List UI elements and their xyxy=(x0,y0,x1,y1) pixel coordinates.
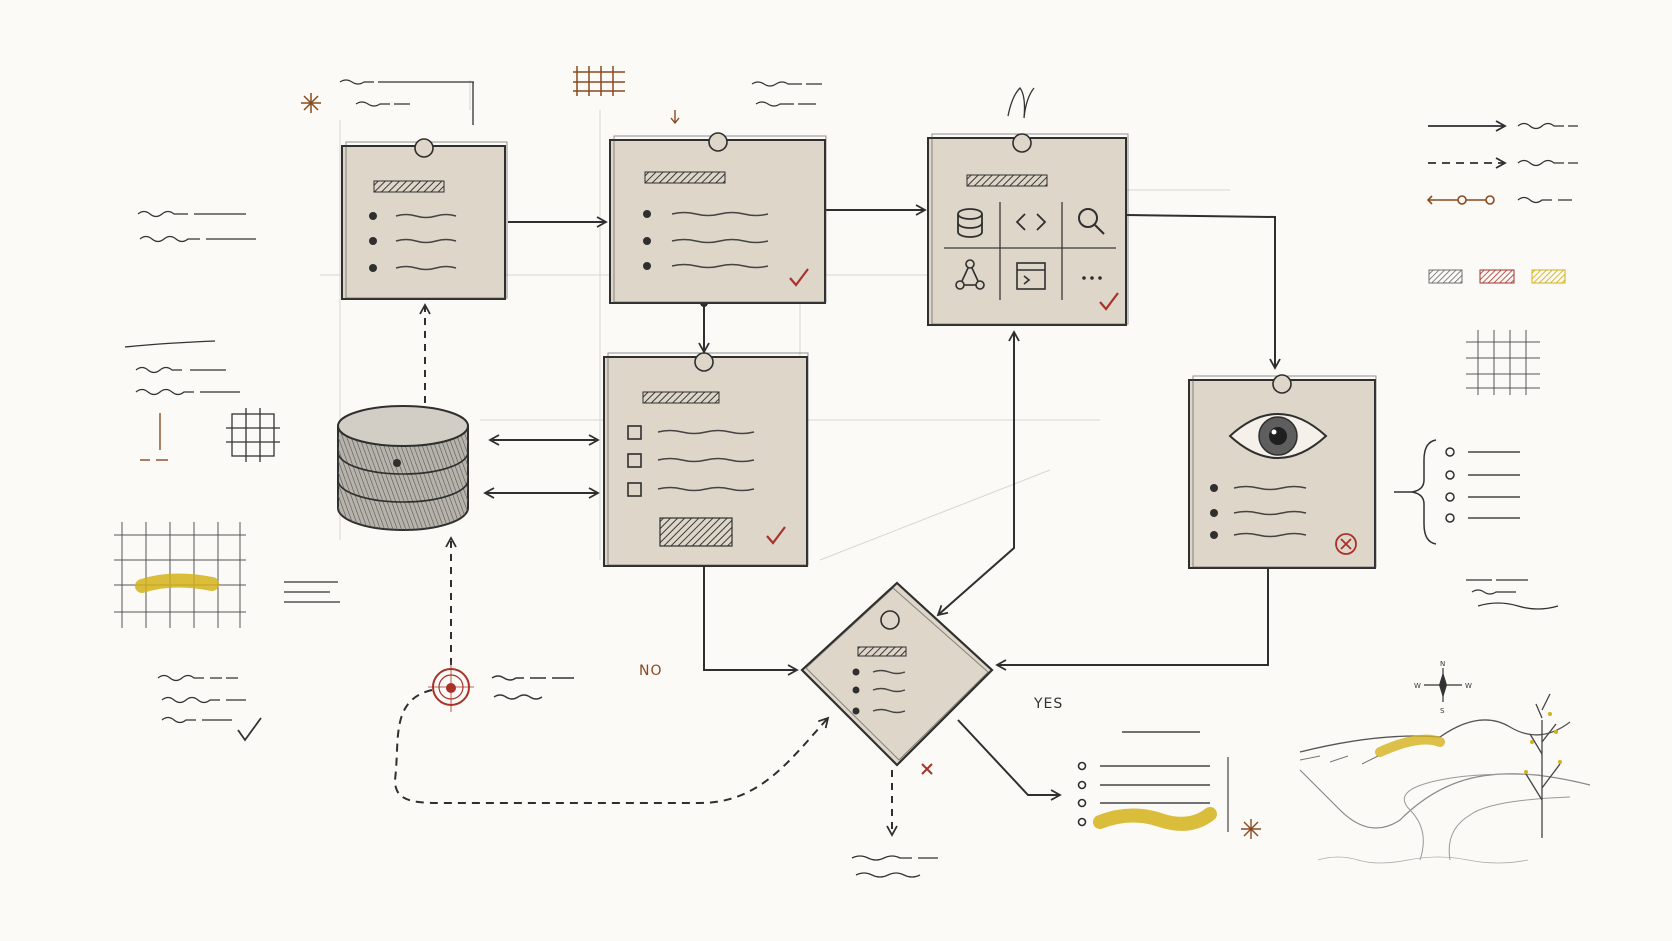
arrow-card3-to-card5 xyxy=(1125,214,1281,370)
bracket-list xyxy=(1394,439,1520,545)
arrow-card5-to-decision xyxy=(995,566,1269,671)
scribble-note xyxy=(339,79,474,125)
output-list xyxy=(1077,731,1261,839)
compass-north: N xyxy=(1440,660,1445,668)
scribble-note xyxy=(137,210,256,243)
compass-south: S xyxy=(1440,707,1445,715)
connectors xyxy=(393,204,1281,837)
checklist-card xyxy=(603,352,809,567)
cancel-icon xyxy=(1335,533,1357,555)
scribble-note xyxy=(1466,579,1559,610)
grid-mark xyxy=(573,66,625,96)
sparkle-icon xyxy=(301,93,321,113)
legend xyxy=(1426,120,1578,284)
scribble-note xyxy=(491,675,574,700)
legend-swatch-gray xyxy=(1428,269,1463,284)
check-icon xyxy=(237,717,262,742)
scribble-mark xyxy=(1007,87,1035,119)
heat-grid xyxy=(114,522,246,628)
decision-diamond xyxy=(800,581,994,775)
process-card-1 xyxy=(341,138,508,300)
review-card xyxy=(1188,374,1377,569)
scribble-note xyxy=(751,81,822,107)
code-icon xyxy=(1015,213,1047,231)
grid-mark xyxy=(1466,330,1540,395)
database-cylinder xyxy=(337,405,469,531)
legend-swatch-yellow xyxy=(1531,269,1566,284)
compass: N S W W xyxy=(1414,660,1472,715)
scribble-note xyxy=(284,581,340,603)
terminal-icon xyxy=(1016,262,1046,290)
arrow-card4-to-decision xyxy=(703,566,799,676)
grid-mark xyxy=(226,408,280,462)
scribble-note xyxy=(124,340,240,396)
landscape-sketch xyxy=(1299,693,1591,864)
search-icon xyxy=(1078,208,1105,235)
cancel-icon xyxy=(921,763,933,775)
tools-card xyxy=(927,133,1129,326)
decision-yes-label: YES xyxy=(1033,696,1063,712)
check-icon xyxy=(789,268,809,287)
arrow-decision-to-card3 xyxy=(936,330,1020,617)
compass-west: W xyxy=(1414,682,1421,690)
eye-icon xyxy=(1228,413,1328,459)
network-icon xyxy=(955,259,985,290)
arrow-target-to-decision xyxy=(393,689,830,804)
more-icon xyxy=(1082,276,1102,280)
check-icon xyxy=(1099,292,1119,311)
arrow-mark xyxy=(670,110,680,125)
scribble-note xyxy=(851,855,938,878)
decision-no-label: NO xyxy=(639,663,663,679)
legend-swatch-red xyxy=(1479,269,1515,284)
arrow-decision-to-output xyxy=(957,719,1062,801)
sparkle-icon xyxy=(1241,819,1261,839)
compass-east: W xyxy=(1465,682,1472,690)
process-card-2 xyxy=(609,132,827,304)
database-icon xyxy=(957,208,983,238)
check-icon xyxy=(766,526,786,545)
target-icon xyxy=(428,662,474,712)
scribble-note xyxy=(157,674,246,724)
scribble-mark xyxy=(140,413,168,461)
